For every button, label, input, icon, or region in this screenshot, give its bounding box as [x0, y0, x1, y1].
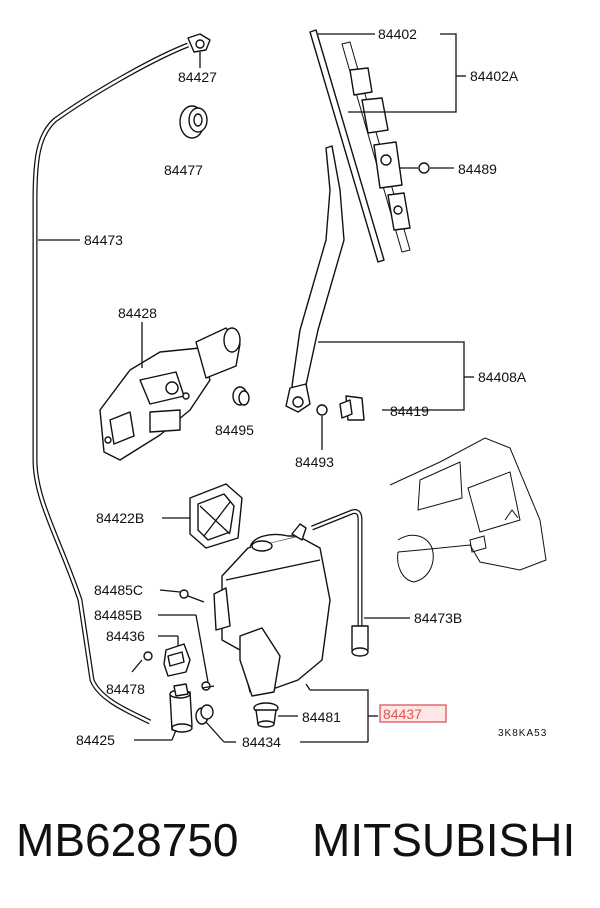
- part-number: MB628750: [16, 814, 239, 866]
- label-84425: 84425: [76, 732, 115, 748]
- label-84408A: 84408A: [478, 369, 527, 385]
- label-84478: 84478: [106, 681, 145, 697]
- screw-84489: [400, 162, 430, 174]
- diagram-code: 3K8KA53: [498, 728, 547, 739]
- label-84419: 84419: [390, 403, 429, 419]
- label-84477: 84477: [164, 162, 203, 178]
- label-84493: 84493: [295, 454, 334, 470]
- screw-84485B: [201, 681, 215, 691]
- label-84485B: 84485B: [94, 607, 142, 623]
- label-84473: 84473: [84, 232, 123, 248]
- caption-bar: MB628750 MITSUBISHI: [0, 800, 600, 880]
- label-84427: 84427: [178, 69, 217, 85]
- screw-84485C: [179, 589, 205, 603]
- cap-84419: [339, 395, 365, 421]
- label-84485C: 84485C: [94, 582, 143, 598]
- wiper-blade-84402: [309, 29, 411, 263]
- vehicle-rear-sketch: [389, 437, 547, 583]
- grommet-84495: [232, 386, 250, 406]
- wiper-arm-84408A: [285, 145, 345, 413]
- wiper-motor-84428: [99, 327, 241, 461]
- grommet-84422B: [189, 483, 243, 549]
- label-84428: 84428: [118, 305, 157, 321]
- label-84436: 84436: [106, 628, 145, 644]
- screw-84478: [143, 651, 153, 661]
- label-84495: 84495: [215, 422, 254, 438]
- brand-name: MITSUBISHI: [312, 814, 576, 866]
- label-84437: 84437: [383, 706, 422, 722]
- label-84422B: 84422B: [96, 510, 144, 526]
- hose-84473B: [311, 509, 369, 657]
- label-84402A: 84402A: [470, 68, 519, 84]
- grommet-84434: [195, 704, 214, 725]
- label-84481: 84481: [302, 709, 341, 725]
- cap-84481: [253, 702, 279, 728]
- highlight-box: [379, 704, 447, 723]
- hose-84473: [32, 42, 189, 725]
- bracket-84436: [163, 643, 191, 677]
- nut-84493: [316, 404, 328, 416]
- grommet-84477: [179, 105, 208, 139]
- clip-84427: [187, 33, 211, 53]
- label-84434: 84434: [242, 734, 281, 750]
- label-84402: 84402: [378, 26, 417, 42]
- label-84473B: 84473B: [414, 610, 462, 626]
- washer-pump-84425: [169, 683, 193, 733]
- washer-tank-84437: [213, 523, 331, 697]
- label-84489: 84489: [458, 161, 497, 177]
